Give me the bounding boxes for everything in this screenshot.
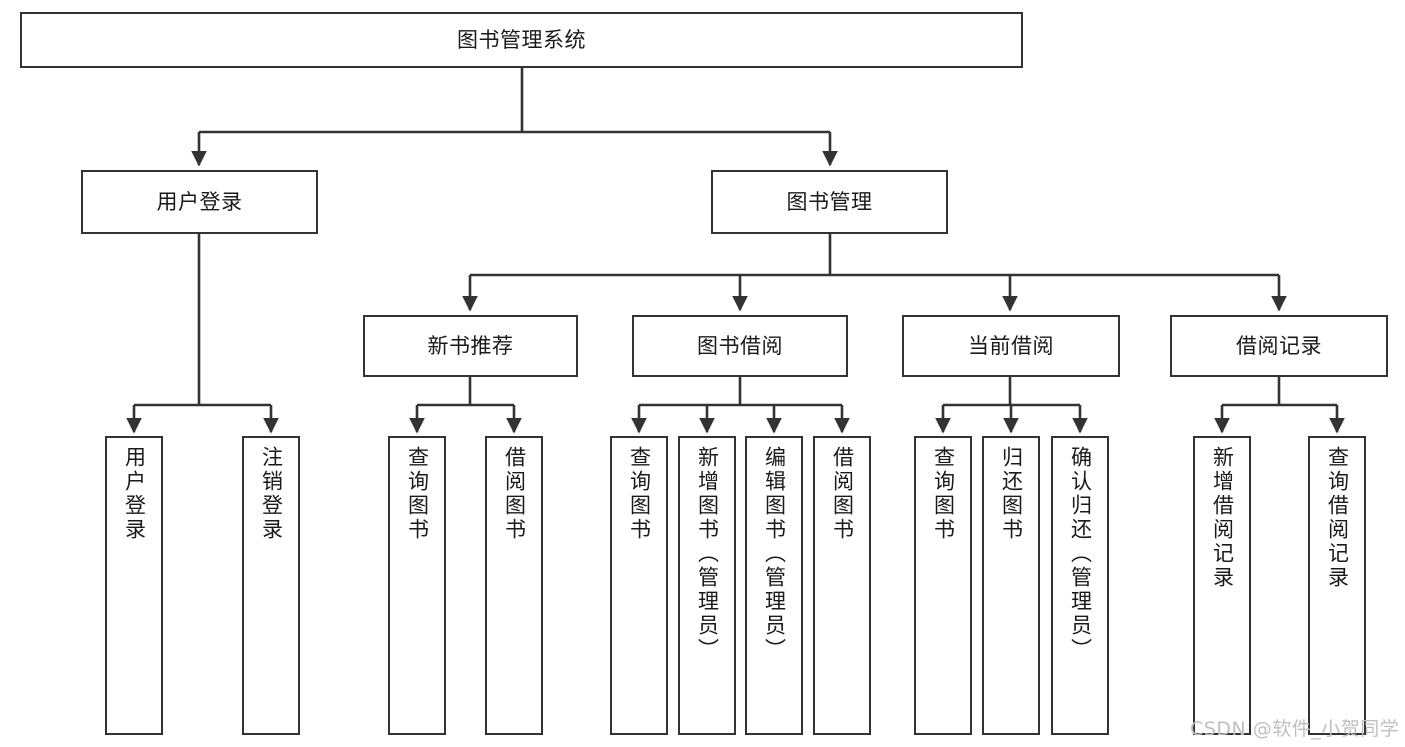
node-leaf-query-record-label: 查询借阅记录: [1325, 446, 1350, 590]
node-book-borrow-label: 图书借阅: [697, 333, 783, 358]
node-leaf-return-book[interactable]: 归还图书: [982, 436, 1040, 735]
node-book-management[interactable]: 图书管理: [711, 170, 948, 234]
node-leaf-query-book-2[interactable]: 查询图书: [610, 436, 668, 735]
node-leaf-borrow-book-2[interactable]: 借阅图书: [813, 436, 871, 735]
node-borrow-record[interactable]: 借阅记录: [1170, 315, 1388, 377]
node-leaf-logout[interactable]: 注销登录: [242, 436, 300, 735]
node-leaf-query-book-3-label: 查询图书: [931, 446, 956, 542]
node-current-borrow[interactable]: 当前借阅: [902, 315, 1120, 377]
node-leaf-user-login[interactable]: 用户登录: [105, 436, 163, 735]
node-leaf-confirm-return[interactable]: 确认归还（管理员）: [1051, 436, 1109, 735]
node-book-management-label: 图书管理: [786, 189, 873, 214]
node-borrow-record-label: 借阅记录: [1236, 333, 1322, 358]
node-leaf-confirm-return-label: 确认归还（管理员）: [1068, 446, 1093, 662]
node-leaf-borrow-book-1[interactable]: 借阅图书: [485, 436, 543, 735]
node-root-label: 图书管理系统: [457, 27, 586, 52]
node-new-book-recommend[interactable]: 新书推荐: [363, 315, 578, 377]
node-leaf-add-record-label: 新增借阅记录: [1210, 446, 1235, 590]
node-leaf-query-book-1-label: 查询图书: [405, 446, 430, 542]
node-leaf-query-book-2-label: 查询图书: [627, 446, 652, 542]
node-leaf-user-login-label: 用户登录: [122, 446, 147, 542]
node-root[interactable]: 图书管理系统: [20, 12, 1023, 68]
node-leaf-add-book-label: 新增图书（管理员）: [695, 446, 720, 662]
csdn-watermark: CSDN @软件_小贺同学: [1190, 718, 1400, 740]
node-user-login[interactable]: 用户登录: [81, 170, 318, 234]
node-leaf-query-book-1[interactable]: 查询图书: [388, 436, 446, 735]
node-leaf-add-book[interactable]: 新增图书（管理员）: [678, 436, 736, 735]
node-leaf-edit-book[interactable]: 编辑图书（管理员）: [745, 436, 803, 735]
node-leaf-borrow-book-2-label: 借阅图书: [830, 446, 855, 542]
node-leaf-logout-label: 注销登录: [259, 446, 284, 542]
node-leaf-query-book-3[interactable]: 查询图书: [914, 436, 972, 735]
node-book-borrow[interactable]: 图书借阅: [632, 315, 848, 377]
node-new-book-recommend-label: 新书推荐: [427, 333, 514, 358]
node-leaf-edit-book-label: 编辑图书（管理员）: [762, 446, 787, 662]
node-leaf-return-book-label: 归还图书: [999, 446, 1024, 542]
node-user-login-label: 用户登录: [156, 189, 243, 214]
node-leaf-add-record[interactable]: 新增借阅记录: [1193, 436, 1251, 735]
node-current-borrow-label: 当前借阅: [968, 333, 1054, 358]
node-leaf-borrow-book-1-label: 借阅图书: [502, 446, 527, 542]
node-leaf-query-record[interactable]: 查询借阅记录: [1308, 436, 1366, 735]
